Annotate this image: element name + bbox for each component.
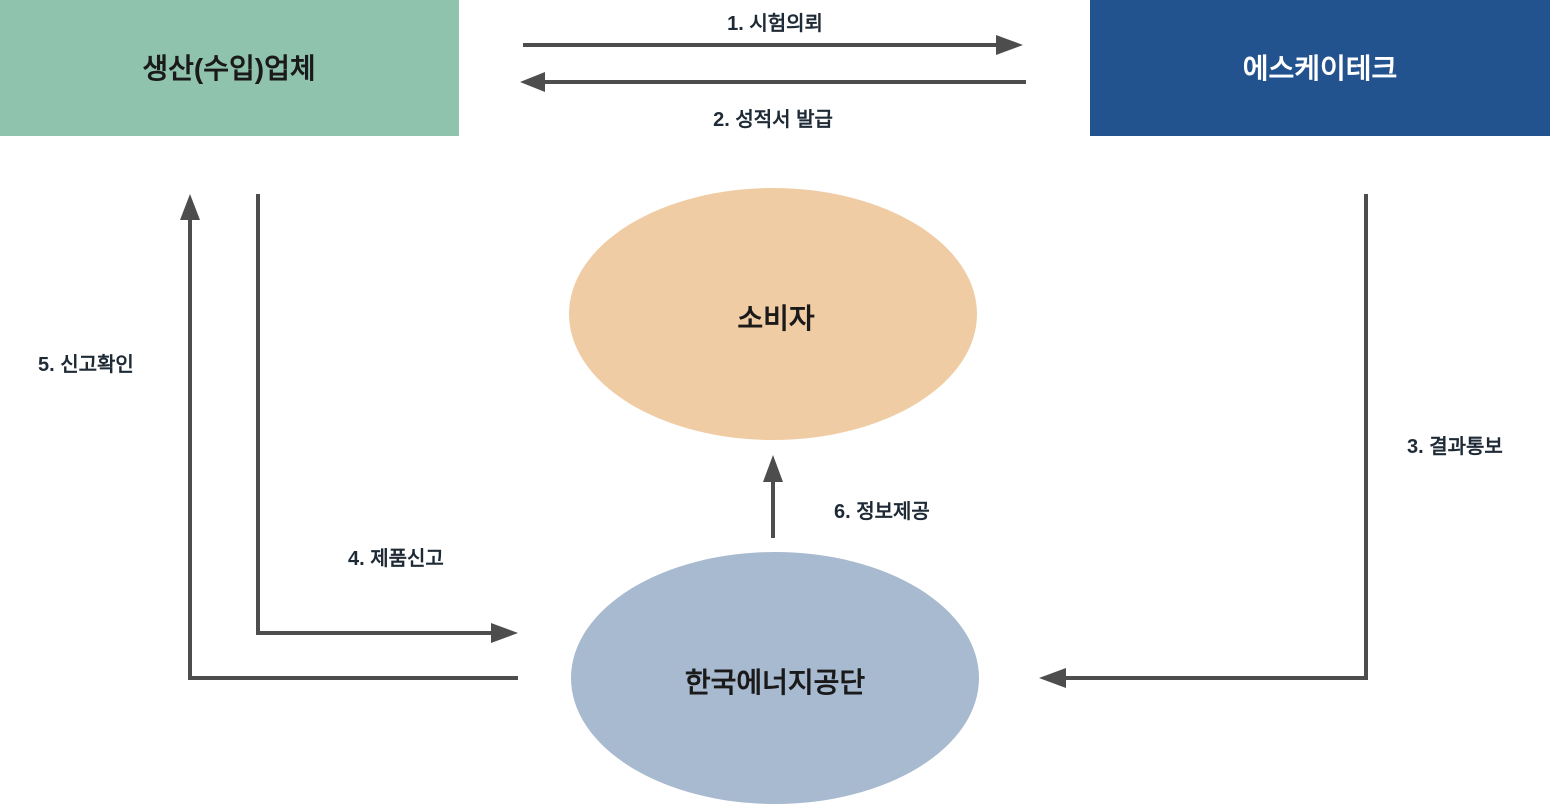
label-step6: 6. 정보제공 [834,500,930,523]
arrow-step3 [1039,194,1368,688]
arrow-step2 [520,72,1026,92]
arrow-step5 [180,194,518,680]
arrow-step4 [256,194,518,643]
manufacturer-label: 생산(수입)업체 [142,53,315,84]
node-sk-tech: 에스케이테크 [1090,0,1550,136]
node-consumer: 소비자 [569,188,977,440]
label-step3: 3. 결과통보 [1407,435,1503,458]
label-step5: 5. 신고확인 [38,352,134,376]
label-step2: 2. 성적서 발급 [713,108,833,131]
arrow-step1 [523,35,1023,55]
arrow-step6 [763,455,783,538]
label-step4: 4. 제품신고 [348,547,444,570]
node-energy-agency: 한국에너지공단 [571,552,979,804]
energy-agency-label: 한국에너지공단 [685,667,866,698]
sk-tech-label: 에스케이테크 [1243,53,1398,84]
consumer-label: 소비자 [737,303,815,334]
node-manufacturer: 생산(수입)업체 [0,0,459,136]
label-step1: 1. 시험의뢰 [727,12,823,35]
